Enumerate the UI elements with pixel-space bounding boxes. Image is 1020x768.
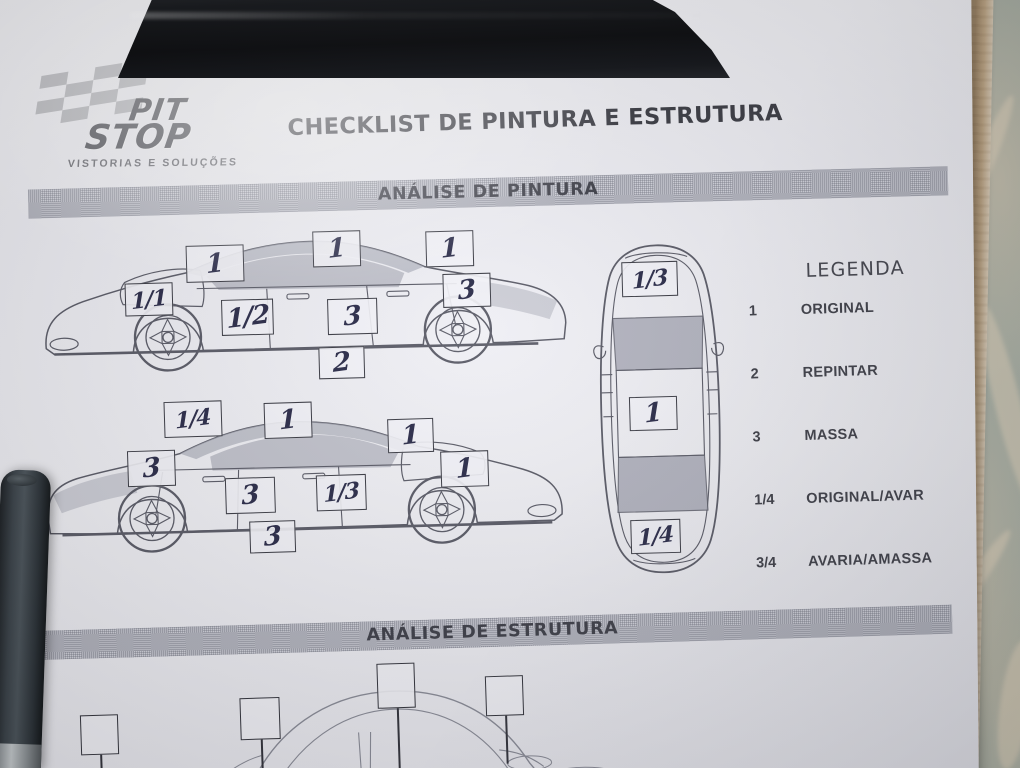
mark-value: 3	[241, 479, 260, 512]
legend-item-massa: 3 MASSA	[752, 423, 969, 492]
mark-box-hood[interactable]: 1/3	[621, 260, 679, 298]
mark-value: 3	[457, 274, 476, 307]
mark-box-front-door[interactable]: 1/3	[315, 473, 367, 512]
mark-value: 1	[401, 419, 420, 452]
mark-box-windshield[interactable]: 1	[185, 244, 245, 283]
legend-key: 2	[750, 366, 759, 383]
mark-box-rear-door[interactable]: 3	[224, 476, 276, 515]
clipboard-clip-highlight	[130, 12, 718, 19]
mark-value: 1	[206, 247, 224, 280]
mark-value: 1	[644, 397, 663, 430]
legend-key: 1/4	[754, 491, 775, 509]
section-header-structure-analysis-label: ANÁLISE DE ESTRUTURA	[366, 618, 619, 646]
mark-value: 1/4	[637, 521, 674, 552]
mark-box-roof[interactable]: 1	[628, 395, 678, 432]
mark-box-roof-center[interactable]: 1	[263, 401, 313, 439]
legend-item-original: 1 ORIGINAL	[749, 297, 966, 366]
legend-title: LEGENDA	[805, 257, 906, 282]
mark-box-windshield-pillar[interactable]: 1	[387, 417, 435, 454]
mark-value: 1/1	[130, 284, 167, 315]
legend-label: AVARIA/AMASSA	[807, 550, 933, 570]
mark-value: 1	[327, 232, 346, 266]
logo-text-stop: STOP	[82, 116, 195, 158]
legend-key: 1	[748, 303, 758, 320]
mark-box-rocker-panel[interactable]: 3	[249, 520, 297, 554]
mark-value: 2	[332, 346, 351, 379]
car-diagram-driver-side: 1 1 1 1/1 1/2 3 3	[35, 222, 574, 391]
pen-metal-ring	[0, 743, 42, 768]
legend-label: REPINTAR	[802, 362, 879, 382]
mark-value: 1/4	[174, 403, 212, 435]
mark-box-roof-front[interactable]: 1	[312, 230, 362, 268]
legend-item-repintar: 2 REPINTAR	[750, 360, 967, 429]
mark-box-rocker-panel[interactable]: 2	[318, 346, 366, 380]
mark-value: 1	[440, 232, 459, 265]
legend-key: 3	[752, 429, 761, 446]
mark-box-rear-quarter-glass[interactable]: 1/4	[163, 400, 223, 439]
mark-value: 1/2	[225, 299, 270, 336]
legend-item-original-avaria: 1/4 ORIGINAL/AVAR	[754, 486, 971, 555]
page-title: CHECKLIST DE PINTURA E ESTRUTURA	[287, 99, 784, 142]
mark-box-trunk[interactable]: 1/4	[630, 518, 682, 555]
car-diagram-top-view: 1/3 1 1/4	[579, 239, 743, 578]
legend: LEGENDA 1 ORIGINAL 2 REPINTAR 3 MASSA 1/…	[747, 255, 972, 618]
mark-value: 3	[142, 452, 161, 485]
logo-tagline: VISTORIAS E SOLUÇÕES	[67, 156, 239, 170]
mark-box-rear-quarter[interactable]: 3	[442, 272, 492, 308]
legend-label: ORIGINAL/AVAR	[806, 487, 925, 507]
legend-label: MASSA	[804, 426, 859, 444]
mark-box-front-door[interactable]: 1/2	[221, 298, 274, 336]
structure-mark-box-3[interactable]	[376, 662, 416, 709]
car-diagram-structure	[56, 646, 680, 768]
mark-value: 1/3	[631, 263, 668, 295]
mark-box-rear-quarter[interactable]: 3	[126, 449, 177, 488]
mark-box-front-fender[interactable]: 1	[440, 450, 490, 488]
mark-box-front-fender[interactable]: 1/1	[124, 282, 174, 317]
mark-value: 3	[263, 520, 282, 554]
structure-mark-box-2[interactable]	[239, 696, 281, 741]
mark-value: 1	[279, 404, 298, 437]
mark-value: 3	[343, 300, 362, 333]
legend-key: 3/4	[755, 554, 777, 572]
clipboard-clip[interactable]	[118, 0, 730, 78]
mark-value: 1	[455, 452, 474, 486]
mark-box-roof-rear[interactable]: 1	[425, 230, 475, 268]
mark-value: 1/3	[323, 477, 360, 509]
car-diagram-passenger-side: 1/4 1 1 1 3 3 1/3	[38, 386, 578, 572]
structure-mark-box-1[interactable]	[79, 714, 120, 756]
pit-stop-logo: PIT STOP VISTORIAS E SOLUÇÕES	[35, 62, 250, 180]
structure-mark-box-4[interactable]	[484, 675, 525, 717]
mark-box-rear-door[interactable]: 3	[327, 297, 378, 336]
checklist-paper-sheet[interactable]: PIT STOP VISTORIAS E SOLUÇÕES CHECKLIST …	[0, 0, 979, 768]
legend-label: ORIGINAL	[800, 299, 875, 319]
